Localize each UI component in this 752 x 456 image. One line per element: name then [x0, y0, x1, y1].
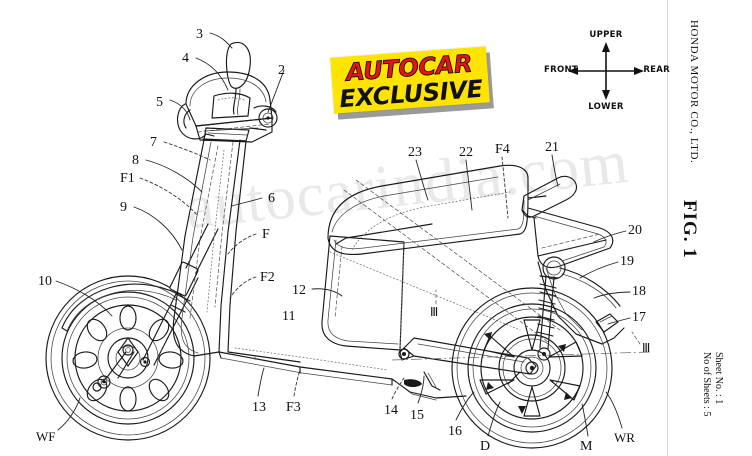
callout-WR: WR: [614, 430, 635, 445]
callout-F4: F4: [495, 142, 510, 157]
compass-label-front: FRONT: [544, 65, 578, 75]
callout-22: 22: [459, 145, 473, 160]
orientation-compass: UPPER LOWER FRONT REAR: [544, 28, 670, 112]
leader-lines-right: [415, 154, 631, 325]
callout-6: 6: [268, 191, 275, 206]
seat-group: [327, 164, 547, 256]
callout-4: 4: [182, 51, 189, 66]
figure-label: FIG. 1: [679, 200, 700, 259]
compass-label-rear: REAR: [643, 65, 670, 75]
callout-15: 15: [410, 408, 424, 423]
rear-wheel-group: [451, 287, 613, 449]
callout-8: 8: [132, 153, 139, 168]
callout-5: 5: [156, 95, 163, 110]
front-fork-group: [61, 223, 219, 366]
leg-shield-group: [172, 127, 250, 357]
callout-23: 23: [408, 145, 422, 160]
callout-3: 3: [196, 27, 203, 42]
margin-divider: [667, 0, 668, 456]
callout-WF: WF: [36, 429, 56, 444]
callout-F3: F3: [286, 400, 301, 415]
center-body-battery-group: [321, 235, 405, 351]
callout-14: 14: [384, 403, 398, 418]
handlebar-cowl-group: [176, 42, 278, 143]
callout-13: 13: [252, 400, 266, 415]
callout-20: 20: [628, 223, 642, 238]
callout-7: 7: [150, 135, 157, 150]
callout-18: 18: [632, 284, 646, 299]
callout-21: 21: [545, 140, 559, 155]
callout-11: 11: [282, 309, 296, 324]
callout-section-3-b: Ⅲ: [642, 341, 651, 355]
callout-section-3-a: Ⅲ: [430, 305, 439, 319]
callout-10: 10: [38, 274, 52, 289]
compass-arrows-icon: [568, 42, 644, 100]
callout-F1: F1: [120, 171, 135, 186]
callout-F2: F2: [260, 270, 275, 285]
callout-17: 17: [632, 310, 646, 325]
callout-M: M: [580, 439, 593, 454]
rear-body-group: [527, 207, 625, 345]
badge-body: AUTOCAR EXCLUSIVE: [330, 46, 490, 114]
autocar-exclusive-badge: AUTOCAR EXCLUSIVE: [330, 46, 494, 120]
callout-D: D: [480, 439, 491, 454]
compass-label-upper: UPPER: [589, 30, 623, 40]
section-marker-lines: [329, 179, 641, 345]
callout-16: 16: [448, 424, 462, 439]
callout-2: 2: [278, 63, 285, 78]
rear-undertray-group: [391, 371, 467, 401]
grab-rail-group: [521, 175, 578, 219]
floorboard-group: [218, 347, 393, 386]
front-wheel-group: [45, 275, 211, 441]
callout-9: 9: [120, 200, 127, 215]
sheet-number: Sheet No. : 1: [713, 352, 724, 405]
callout-F: F: [262, 227, 270, 242]
swingarm-group: [391, 337, 651, 375]
sheets-total: No of Sheets : 5: [701, 352, 712, 417]
applicant-name: HONDA MOTOR CO., LTD.: [688, 20, 700, 164]
leader-lines-left: [55, 32, 623, 437]
callout-12: 12: [292, 283, 306, 298]
callout-19: 19: [620, 254, 634, 269]
compass-label-lower: LOWER: [588, 102, 624, 112]
